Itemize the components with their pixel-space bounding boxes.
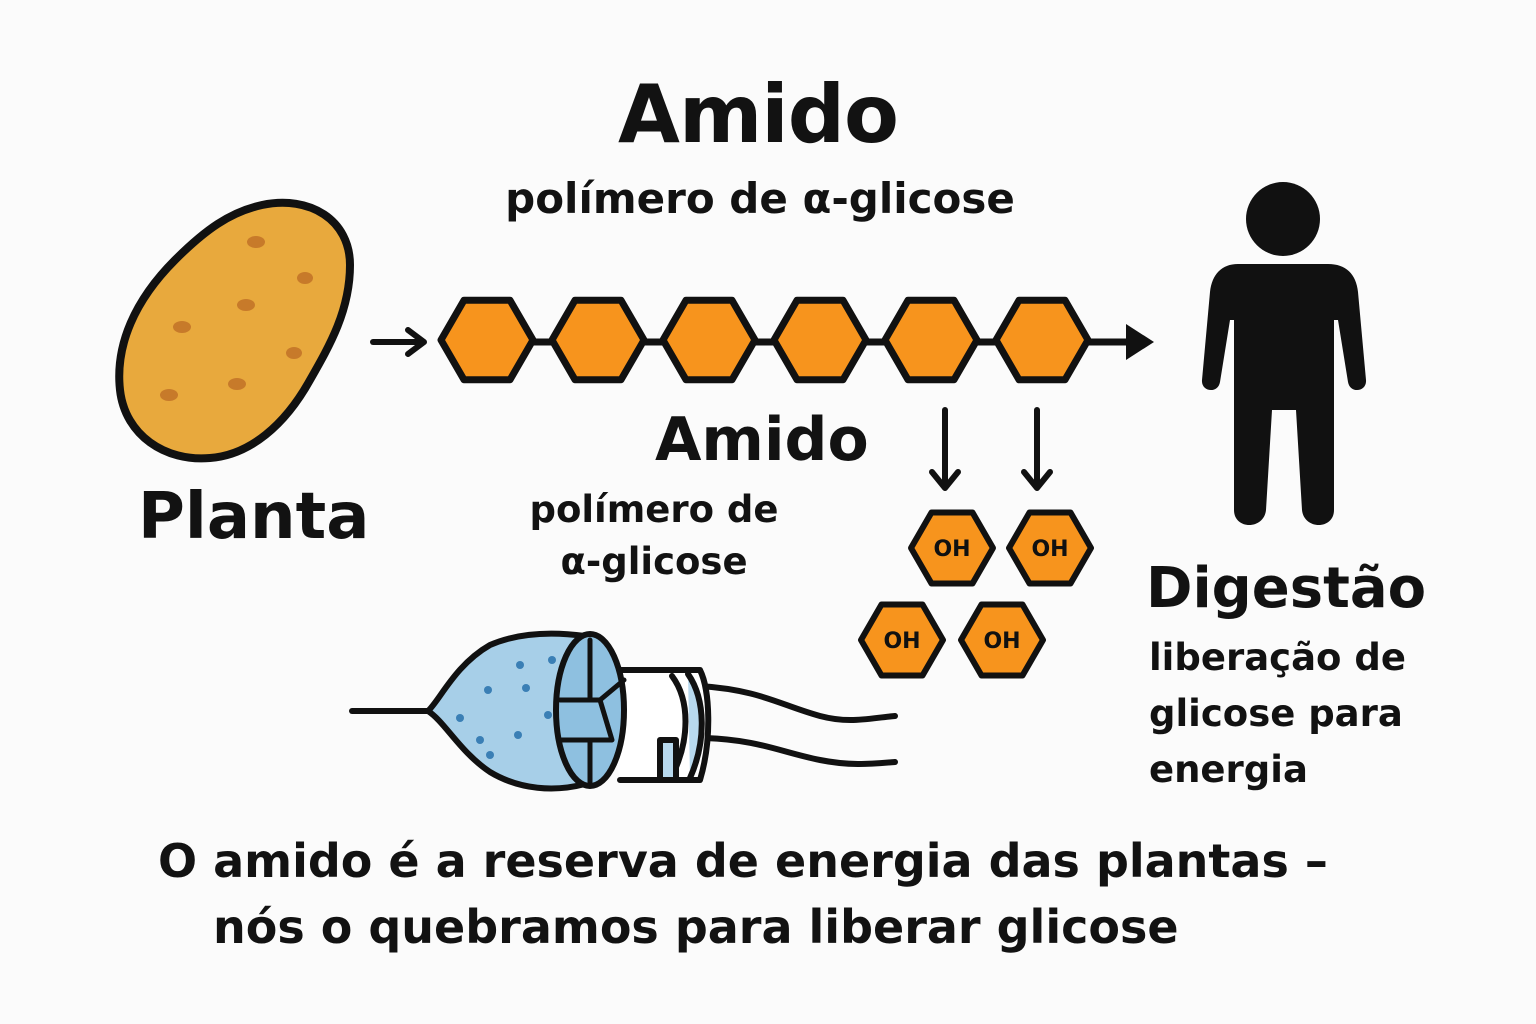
glucose-label: OH (883, 629, 920, 654)
potato-icon (115, 198, 354, 463)
caption-line-2: nós o quebramos para liberar glicose (213, 900, 1179, 954)
page-title: Amido (618, 68, 899, 161)
glucose-hexagon (659, 296, 759, 384)
chain-label: Amido (655, 405, 869, 475)
down-arrow-icon (929, 407, 961, 491)
digestion-description: liberação de glicose para energia (1149, 636, 1406, 791)
caption: O amido é a reserva de energia das plant… (0, 828, 1536, 960)
plant-label: Planta (138, 480, 370, 554)
glucose-unit: OH (958, 601, 1046, 679)
down-arrow-icon (1021, 407, 1053, 491)
glucose-units: OH OH OH OH (858, 509, 1094, 679)
caption-line-1: O amido é a reserva de energia das plant… (158, 834, 1328, 888)
glucose-hexagon (992, 296, 1092, 384)
person-icon (1201, 182, 1367, 525)
glucose-hexagon (548, 296, 648, 384)
glucose-unit: OH (1006, 509, 1094, 587)
glucose-hexagon (437, 296, 537, 384)
glucose-unit: OH (908, 509, 996, 587)
starch-chain (437, 296, 1092, 384)
page-subtitle: polímero de α-glicose (505, 174, 1015, 223)
chain-arrowhead-icon (1126, 324, 1154, 360)
glucose-label: OH (1031, 537, 1068, 562)
glucose-label: OH (983, 629, 1020, 654)
glucose-hexagon (770, 296, 870, 384)
glucose-hexagon (881, 296, 981, 384)
arrow-right-icon (370, 327, 427, 357)
glucose-label: OH (933, 537, 970, 562)
enzyme-icon (349, 630, 898, 792)
digestion-title: Digestão (1146, 556, 1427, 621)
glucose-unit: OH (858, 601, 946, 679)
chain-sublabel: polímero de α-glicose (529, 488, 779, 583)
